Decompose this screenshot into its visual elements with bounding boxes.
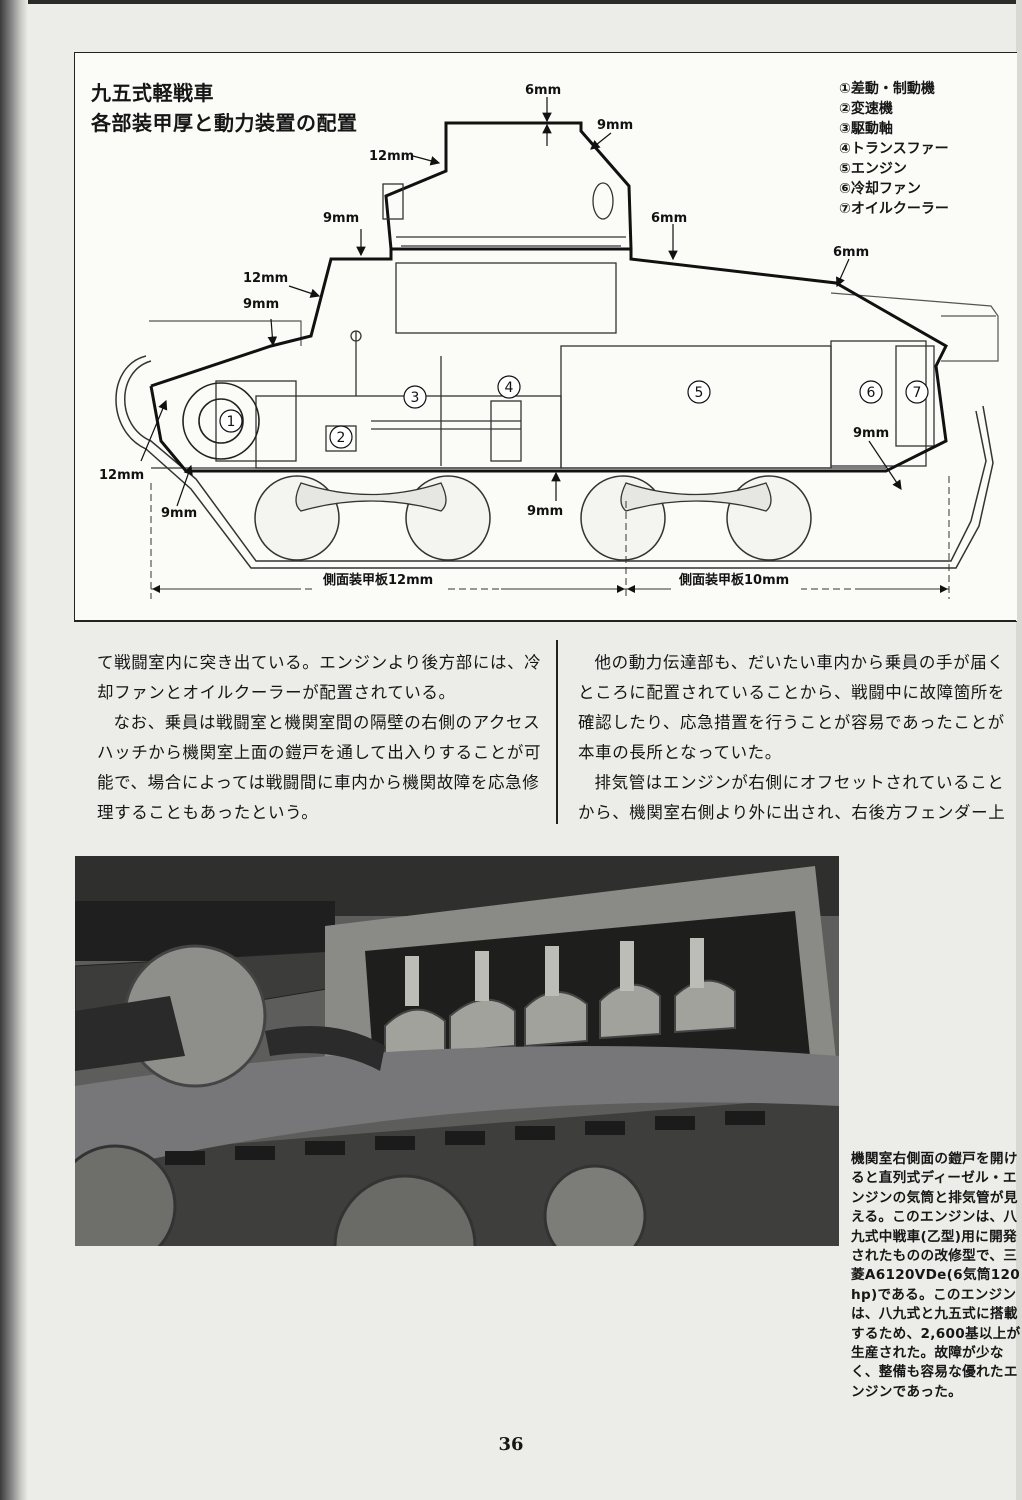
component-legend: ①差動・制動機 ②変速機 ③駆動軸 ④トランスファー ⑤エンジン ⑥冷却ファン …	[839, 79, 949, 219]
text-column-left: て戦闘室内に突き出ている。エンジンより後方部には、冷却ファンとオイルクーラーが配…	[97, 648, 543, 828]
svg-text:6mm: 6mm	[651, 211, 687, 226]
svg-text:2: 2	[337, 430, 346, 446]
page-top-edge	[0, 0, 1022, 4]
svg-text:6mm: 6mm	[525, 83, 561, 98]
side-plate-labels: 側面装甲板12mm 側面装甲板10mm	[313, 569, 801, 593]
tank-cutaway-drawing: 1 2 3 4 5 6 7 6mm 9mm 12mm	[99, 83, 999, 599]
diagram-title: 九五式軽戦車	[91, 81, 214, 105]
side-plate-dimensions	[150, 476, 950, 599]
component-markers: 1 2 3 4 5 6 7	[219, 375, 929, 449]
paragraph: 排気管はエンジンが右側にオフセットされていることから、機関室右側より外に出され、…	[578, 773, 1006, 822]
legend-item: ④トランスファー	[839, 141, 949, 157]
armor-outline	[149, 121, 948, 473]
svg-text:9mm: 9mm	[597, 118, 633, 133]
svg-text:12mm: 12mm	[99, 468, 144, 483]
svg-text:9mm: 9mm	[527, 504, 563, 519]
column-divider	[556, 640, 558, 824]
svg-text:4: 4	[505, 380, 514, 396]
svg-text:7: 7	[913, 385, 922, 401]
paragraph: 他の動力伝達部も、だいたい車内から乗員の手が届くところに配置されていることから、…	[578, 653, 1006, 762]
paragraph: なお、乗員は戦闘室と機関室間の隔壁の右側のアクセスハッチから機関室上面の鎧戸を通…	[97, 713, 542, 822]
legend-item: ③駆動軸	[839, 121, 893, 137]
legend-item: ⑦オイルクーラー	[839, 201, 949, 217]
svg-text:1: 1	[227, 414, 236, 430]
hull-interior	[151, 262, 935, 469]
svg-text:9mm: 9mm	[853, 426, 889, 441]
page-right-edge	[1016, 0, 1022, 1500]
svg-text:5: 5	[695, 385, 704, 401]
photo-caption: 機関室右側面の鎧戸を開けると直列式ディーゼル・エンジンの気筒と排気管が見える。こ…	[851, 1150, 1022, 1402]
svg-text:9mm: 9mm	[161, 506, 197, 521]
page-number: 36	[498, 1434, 524, 1455]
armor-layout-diagram: 九五式軽戦車 各部装甲厚と動力装置の配置 ①差動・制動機 ②変速機 ③駆動軸 ④…	[74, 52, 1017, 622]
turret-details	[382, 182, 626, 247]
thickness-labels: 6mm 9mm 12mm 9mm 6mm 6mm 12mm 9mm 9mm 12…	[99, 83, 889, 521]
svg-text:側面装甲板12mm: 側面装甲板12mm	[322, 572, 433, 588]
diagram-subtitle: 各部装甲厚と動力装置の配置	[91, 111, 358, 135]
legend-item: ⑥冷却ファン	[839, 181, 921, 197]
track-outline	[115, 355, 994, 569]
svg-text:12mm: 12mm	[369, 149, 414, 164]
marker-4-icon: 4	[497, 375, 521, 399]
marker-3-icon: 3	[403, 385, 427, 409]
svg-text:9mm: 9mm	[323, 211, 359, 226]
legend-item: ②変速機	[839, 101, 893, 117]
paragraph: て戦闘室内に突き出ている。エンジンより後方部には、冷却ファンとオイルクーラーが配…	[97, 653, 542, 702]
svg-text:9mm: 9mm	[243, 297, 279, 312]
svg-text:12mm: 12mm	[243, 271, 288, 286]
marker-7-icon: 7	[905, 380, 929, 404]
marker-1-icon: 1	[219, 409, 243, 433]
svg-text:3: 3	[411, 390, 420, 406]
legend-item: ⑤エンジン	[839, 161, 907, 177]
section-divider	[74, 620, 1016, 622]
page-binding-shadow	[0, 0, 28, 1500]
marker-6-icon: 6	[859, 380, 883, 404]
text-column-right: 他の動力伝達部も、だいたい車内から乗員の手が届くところに配置されていることから、…	[578, 648, 1008, 828]
differential-gear	[182, 382, 260, 460]
engine-compartment-photo	[75, 856, 839, 1246]
svg-text:6: 6	[867, 385, 876, 401]
marker-5-icon: 5	[687, 380, 711, 404]
photo-caption-text: 機関室右側面の鎧戸を開けると直列式ディーゼル・エンジンの気筒と排気管が見える。こ…	[851, 1151, 1021, 1400]
svg-text:6mm: 6mm	[833, 245, 869, 260]
marker-2-icon: 2	[329, 425, 353, 449]
legend-item: ①差動・制動機	[839, 81, 935, 97]
svg-text:側面装甲板10mm: 側面装甲板10mm	[678, 572, 789, 588]
thickness-callouts	[140, 97, 902, 507]
bogie-arms	[295, 482, 772, 512]
